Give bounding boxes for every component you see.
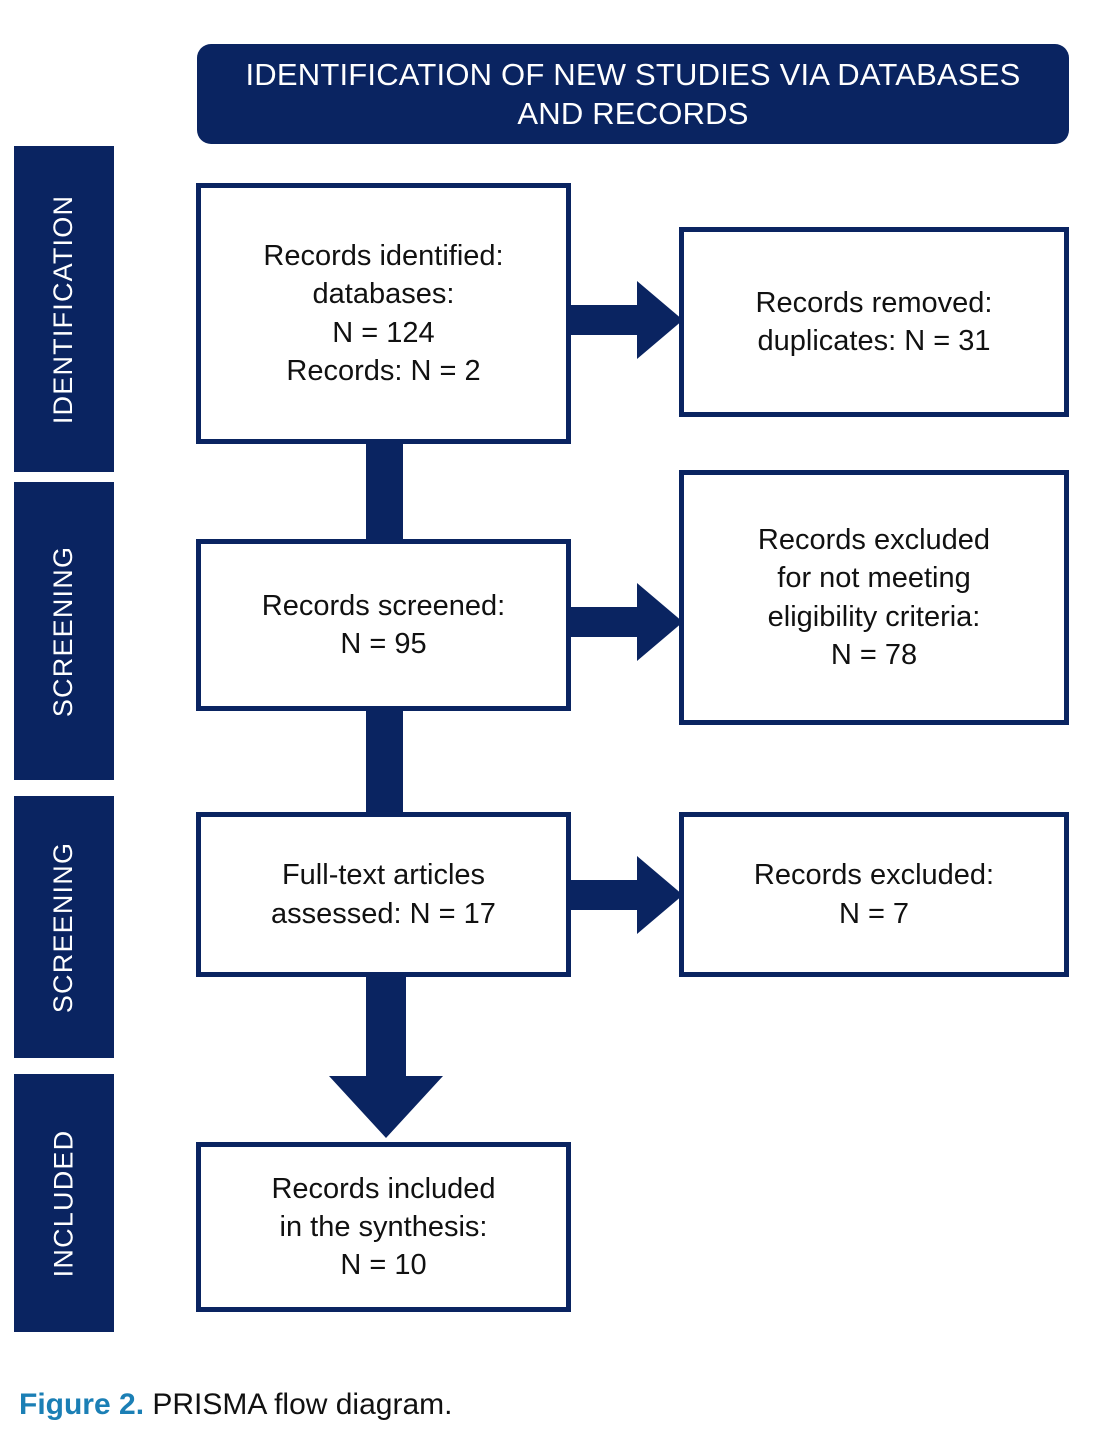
- figure-caption: Figure 2. PRISMA flow diagram.: [19, 1388, 452, 1422]
- box-line: N = 95: [340, 628, 427, 660]
- box-line: Records excluded: [757, 523, 991, 556]
- box-line: eligibility criteria:: [767, 600, 981, 633]
- box-records-excluded-fulltext: Records excluded: N = 7: [679, 812, 1069, 977]
- stage-label-screening-2: SCREENING: [48, 841, 79, 1013]
- box-records-removed: Records removed: duplicates: N = 31: [679, 227, 1069, 417]
- box-line: databases:: [312, 278, 455, 311]
- box-line: in the synthesis:: [279, 1210, 488, 1243]
- box-line: Records excluded:: [753, 859, 995, 892]
- stage-bar-screening-2: SCREENING: [14, 796, 114, 1058]
- box-line: duplicates: N = 31: [757, 325, 991, 357]
- box-line: N = 7: [838, 897, 910, 930]
- box-records-identified-text: Records identified: databases: N = 124 R…: [253, 237, 513, 390]
- arrow-fulltext-to-excluded: [565, 856, 683, 934]
- arrow-screened-to-excluded: [565, 583, 683, 661]
- box-records-excluded-fulltext-text: Records excluded: N = 7: [744, 856, 1004, 933]
- stage-label-included: INCLUDED: [48, 1129, 79, 1277]
- box-line: for not meeting: [777, 562, 971, 595]
- stage-bar-identification: IDENTIFICATION: [14, 146, 114, 472]
- connector-screened-to-fulltext: [366, 706, 403, 816]
- box-records-removed-text: Records removed: duplicates: N = 31: [746, 284, 1003, 361]
- connector-identified-to-screened: [366, 440, 403, 546]
- box-fulltext-assessed: Full-text articles assessed: N = 17: [196, 812, 571, 977]
- box-records-screened: Records screened: N = 95: [196, 539, 571, 711]
- box-fulltext-assessed-text: Full-text articles assessed: N = 17: [261, 856, 506, 933]
- box-records-excluded-eligibility-text: Records excluded for not meeting eligibi…: [748, 521, 1000, 674]
- box-line: N = 10: [340, 1249, 427, 1282]
- diagram-header-banner: IDENTIFICATION OF NEW STUDIES VIA DATABA…: [197, 44, 1069, 144]
- arrow-fulltext-to-included: [329, 968, 443, 1138]
- box-line: Records removed:: [755, 286, 993, 319]
- box-records-identified: Records identified: databases: N = 124 R…: [196, 183, 571, 444]
- figure-caption-text: PRISMA flow diagram.: [144, 1388, 453, 1421]
- arrow-identified-to-removed: [565, 281, 683, 359]
- box-records-included: Records included in the synthesis: N = 1…: [196, 1142, 571, 1312]
- figure-caption-label: Figure 2.: [19, 1388, 145, 1421]
- diagram-header-title: IDENTIFICATION OF NEW STUDIES VIA DATABA…: [245, 56, 1021, 131]
- box-line: assessed: N = 17: [271, 897, 496, 930]
- box-records-screened-text: Records screened: N = 95: [252, 587, 515, 664]
- stage-bar-screening-1: SCREENING: [14, 482, 114, 780]
- box-records-excluded-eligibility: Records excluded for not meeting eligibi…: [679, 470, 1069, 725]
- stage-label-screening-1: SCREENING: [48, 545, 79, 717]
- box-line: Full-text articles: [281, 859, 486, 892]
- box-line: Records identified:: [263, 239, 504, 272]
- box-records-included-text: Records included in the synthesis: N = 1…: [261, 1170, 505, 1285]
- stage-label-identification: IDENTIFICATION: [48, 194, 79, 424]
- box-line: N = 124: [332, 316, 435, 349]
- box-line: Records included: [271, 1172, 496, 1205]
- box-line: Records screened:: [261, 589, 506, 622]
- stage-bar-included: INCLUDED: [14, 1074, 114, 1332]
- box-line: N = 78: [830, 638, 918, 671]
- box-line: Records: N = 2: [286, 354, 481, 387]
